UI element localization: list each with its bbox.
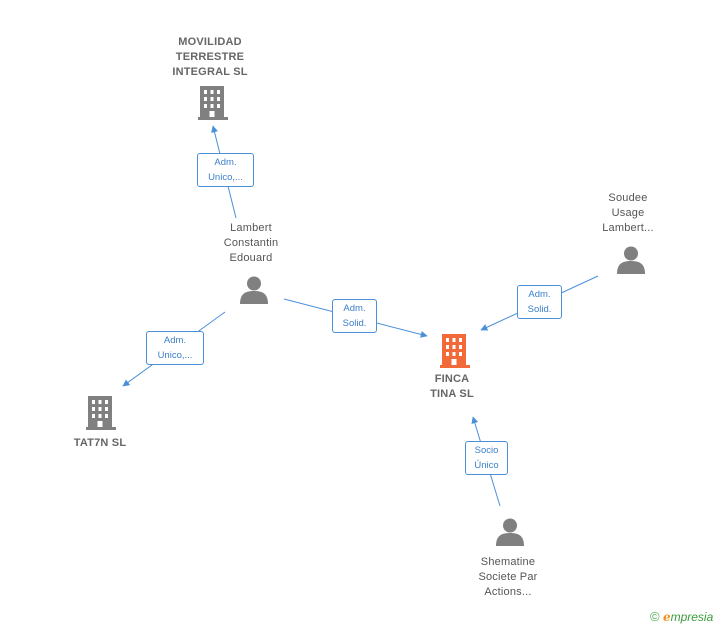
node-label-finca[interactable]: FINCA TINA SL xyxy=(430,373,474,400)
node-label-shematine[interactable]: Shematine Societe Par Actions... xyxy=(478,556,538,598)
copyright-icon: © xyxy=(650,609,660,624)
node-label-lambert[interactable]: Lambert Constantin Edouard xyxy=(223,222,279,264)
node-label-soudee[interactable]: Soudee Usage Lambert... xyxy=(602,192,654,234)
person-icon[interactable] xyxy=(496,518,524,547)
edge-label-adm-solid[interactable]: Adm. Solid. xyxy=(517,285,562,319)
edge-label-adm-solid[interactable]: Adm. Solid. xyxy=(332,299,377,333)
edge-label-adm-unico[interactable]: Adm. Unico,... xyxy=(146,331,204,365)
node-label-tat7n[interactable]: TAT7N SL xyxy=(73,437,127,449)
person-icon[interactable] xyxy=(240,276,268,305)
edge-label-socio-unico[interactable]: Socio Único xyxy=(465,441,508,475)
building-icon[interactable] xyxy=(198,86,228,120)
person-icon[interactable] xyxy=(617,246,645,275)
building-icon[interactable] xyxy=(86,396,116,430)
brand-e: e xyxy=(662,610,671,624)
node-label-movilidad[interactable]: MOVILIDAD TERRESTRE INTEGRAL SL xyxy=(172,36,248,78)
brand-logo: © empresia xyxy=(650,609,713,624)
edge-label-adm-unico[interactable]: Adm. Unico,... xyxy=(197,153,254,187)
focus-building-icon[interactable] xyxy=(440,334,470,368)
brand-name: mpresia xyxy=(670,610,714,624)
